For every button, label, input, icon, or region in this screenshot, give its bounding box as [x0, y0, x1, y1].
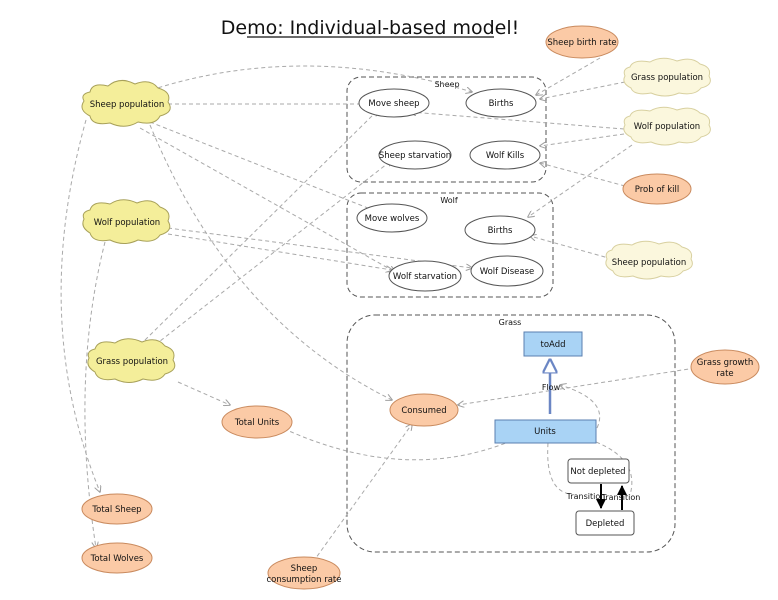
sheep-starvation-label: Sheep starvation: [379, 151, 451, 161]
sheep-birth-rate-label: Sheep birth rate: [547, 38, 616, 48]
wolf-population-label: Wolf population: [94, 218, 160, 228]
sheep-birth-rate-node[interactable]: Sheep birth rate: [545, 25, 619, 59]
sheep-population-right-label: Sheep population: [612, 258, 687, 268]
dependency-edges: [60, 57, 696, 563]
sheep-group-label: Sheep: [434, 80, 459, 89]
wolf-group-box: [346, 192, 554, 298]
to-add-node[interactable]: toAdd: [523, 331, 583, 357]
wolf-group-label: Wolf: [440, 196, 458, 205]
to-add-label: toAdd: [541, 340, 566, 350]
grass-growth-rate-label-2: rate: [716, 369, 733, 379]
total-wolves-node[interactable]: Total Wolves: [81, 542, 153, 574]
total-units-label: Total Units: [234, 418, 280, 428]
units-node[interactable]: Units: [494, 419, 597, 444]
diagram-title: Demo: Individual-based model!: [221, 17, 519, 39]
grass-growth-rate-label-1: Grass growth: [697, 358, 753, 368]
transition-label-2: Transition: [601, 493, 641, 502]
wolf-disease-node[interactable]: Wolf Disease: [470, 255, 544, 287]
consumed-label: Consumed: [401, 406, 446, 416]
total-units-node[interactable]: Total Units: [221, 405, 293, 439]
wolf-population-node[interactable]: Wolf population: [82, 199, 171, 244]
wolf-starvation-label: Wolf starvation: [393, 272, 457, 282]
consumed-node[interactable]: Consumed: [389, 393, 459, 427]
wolf-kills-label: Wolf Kills: [486, 151, 525, 161]
births-wolf-node[interactable]: Births: [464, 215, 536, 245]
wolf-disease-label: Wolf Disease: [480, 267, 535, 277]
wolf-population-right-label: Wolf population: [634, 122, 700, 132]
births-sheep-label: Births: [489, 99, 514, 109]
transition-label-1: Transition: [566, 492, 606, 501]
sheep-population-label: Sheep population: [90, 100, 165, 110]
sheep-consumption-rate-node[interactable]: Sheep consumption rate: [266, 556, 342, 590]
prob-of-kill-node[interactable]: Prob of kill: [622, 173, 692, 205]
grass-population-right-node[interactable]: Grass population: [623, 57, 711, 97]
total-sheep-node[interactable]: Total Sheep: [81, 493, 153, 525]
flow-label: Flow: [542, 383, 561, 392]
grass-group-box: [346, 314, 676, 553]
units-label: Units: [534, 427, 556, 437]
depleted-state[interactable]: Depleted: [575, 510, 635, 536]
move-sheep-node[interactable]: Move sheep: [358, 88, 430, 118]
sheep-population-right-node[interactable]: Sheep population: [605, 240, 693, 280]
sheep-population-node[interactable]: Sheep population: [81, 80, 171, 127]
sheep-group-box: [346, 76, 547, 183]
grass-growth-rate-node[interactable]: Grass growth rate: [690, 349, 760, 385]
grass-population-node[interactable]: Grass population: [87, 338, 176, 383]
wolf-population-right-node[interactable]: Wolf population: [623, 106, 711, 146]
sheep-consumption-rate-label-1: Sheep: [291, 564, 318, 574]
prob-of-kill-label: Prob of kill: [635, 185, 679, 195]
sheep-consumption-rate-label-2: consumption rate: [266, 575, 341, 585]
not-depleted-state[interactable]: Not depleted: [567, 458, 630, 484]
total-wolves-label: Total Wolves: [90, 554, 144, 564]
wolf-starvation-node[interactable]: Wolf starvation: [388, 260, 462, 292]
total-sheep-label: Total Sheep: [91, 505, 141, 515]
sheep-starvation-node[interactable]: Sheep starvation: [378, 140, 452, 170]
move-sheep-label: Move sheep: [368, 99, 419, 109]
wolf-kills-node[interactable]: Wolf Kills: [469, 140, 541, 170]
grass-population-label: Grass population: [96, 357, 168, 367]
births-wolf-label: Births: [488, 226, 513, 236]
not-depleted-label: Not depleted: [570, 467, 625, 477]
births-sheep-node[interactable]: Births: [465, 88, 537, 118]
depleted-label: Depleted: [586, 519, 625, 529]
grass-group-label: Grass: [499, 318, 522, 327]
move-wolves-label: Move wolves: [365, 214, 420, 224]
move-wolves-node[interactable]: Move wolves: [356, 203, 428, 233]
grass-population-right-label: Grass population: [631, 73, 703, 83]
